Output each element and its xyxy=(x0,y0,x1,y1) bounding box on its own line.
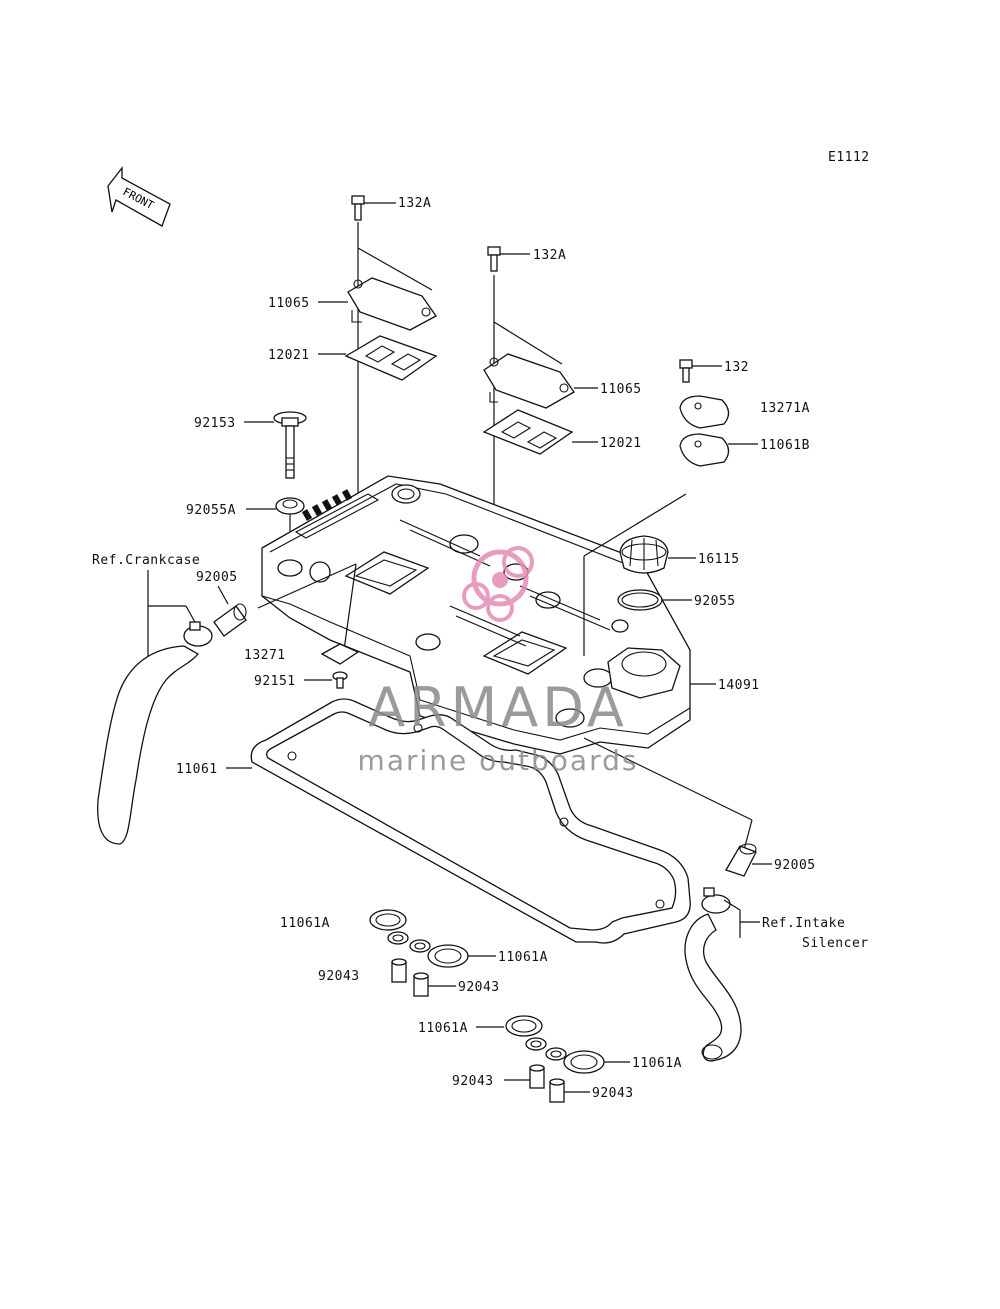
label-12021-left: 12021 xyxy=(268,348,310,363)
label-92005-right: 92005 xyxy=(774,858,816,873)
label-92151: 92151 xyxy=(254,674,296,689)
seal-11061a-c xyxy=(505,1015,543,1037)
washer-small-b xyxy=(409,939,431,953)
label-11061a-c: 11061A xyxy=(418,1021,468,1036)
front-arrow-icon: FRONT xyxy=(107,166,171,227)
label-11065-left: 11065 xyxy=(268,296,310,311)
collar-92043-c xyxy=(529,1064,545,1089)
washer-small-d xyxy=(545,1047,567,1061)
label-11061a-d: 11061A xyxy=(632,1056,682,1071)
watermark-tagline: marine outboards xyxy=(358,744,639,777)
washer-small-c xyxy=(525,1037,547,1051)
breather-cover-11065-left xyxy=(347,277,437,331)
plate-13271a xyxy=(679,395,730,429)
label-92005-left: 92005 xyxy=(196,570,238,585)
label-ref-intake-1: Ref.Intake xyxy=(762,916,845,931)
label-92153: 92153 xyxy=(194,416,236,431)
label-92043-d: 92043 xyxy=(592,1086,634,1101)
gasket-12021-right xyxy=(482,409,574,455)
screw-92151 xyxy=(332,671,348,689)
hose-clamp-left xyxy=(183,621,213,647)
label-132a-top: 132A xyxy=(398,196,431,211)
label-132a-mid: 132A xyxy=(533,248,566,263)
watermark-brand: ARMADA xyxy=(368,676,628,739)
label-11061: 11061 xyxy=(176,762,218,777)
breather-hose-right xyxy=(684,913,742,1062)
bolt-132a-mid xyxy=(487,246,530,272)
label-92055a: 92055A xyxy=(186,503,236,518)
label-92043-b: 92043 xyxy=(458,980,500,995)
label-11065-right: 11065 xyxy=(600,382,642,397)
washer-92055a xyxy=(275,497,305,515)
seal-11061a-a xyxy=(369,909,407,931)
head-cover-gasket-11061 xyxy=(250,698,691,944)
label-12021-right: 12021 xyxy=(600,436,642,451)
label-92043-a: 92043 xyxy=(318,969,360,984)
collar-92043-b xyxy=(413,972,429,997)
label-11061a-b: 11061A xyxy=(498,950,548,965)
fitting-92005-right xyxy=(725,843,757,877)
label-ref-intake-2: Silencer xyxy=(802,936,869,951)
label-13271a: 13271A xyxy=(760,401,810,416)
collar-92043-d xyxy=(549,1078,565,1103)
bolt-132 xyxy=(679,359,722,383)
diagram-code: E1112 xyxy=(828,150,870,165)
breather-cover-11065-right xyxy=(483,353,575,409)
label-16115: 16115 xyxy=(698,552,740,567)
o-ring-92055 xyxy=(617,589,663,611)
breather-hose-left xyxy=(97,645,199,845)
seal-11061a-d xyxy=(563,1050,605,1074)
oil-filler-cap-16115 xyxy=(619,535,669,574)
label-92055: 92055 xyxy=(694,594,736,609)
seal-11061a-b xyxy=(427,944,469,968)
armada-watermark-logo: ARMADA marine outboards xyxy=(358,546,639,777)
gasket-11061b xyxy=(679,433,730,467)
label-11061a-a: 11061A xyxy=(280,916,330,931)
bolt-92153 xyxy=(273,411,307,479)
plate-13271 xyxy=(320,643,360,665)
label-132: 132 xyxy=(724,360,749,375)
washer-small-a xyxy=(387,931,409,945)
fitting-92005-left xyxy=(213,603,247,637)
label-13271: 13271 xyxy=(244,648,286,663)
label-ref-crankcase: Ref.Crankcase xyxy=(92,553,200,568)
label-92043-c: 92043 xyxy=(452,1074,494,1089)
cylinder-head-cover-14091 xyxy=(261,475,691,755)
label-11061b: 11061B xyxy=(760,438,810,453)
collar-92043-a xyxy=(391,958,407,983)
label-14091: 14091 xyxy=(718,678,760,693)
gasket-12021-left xyxy=(344,335,438,381)
bolt-132a-top xyxy=(351,195,396,221)
hose-clamp-right xyxy=(701,887,731,914)
flower-logo-icon xyxy=(462,546,534,622)
